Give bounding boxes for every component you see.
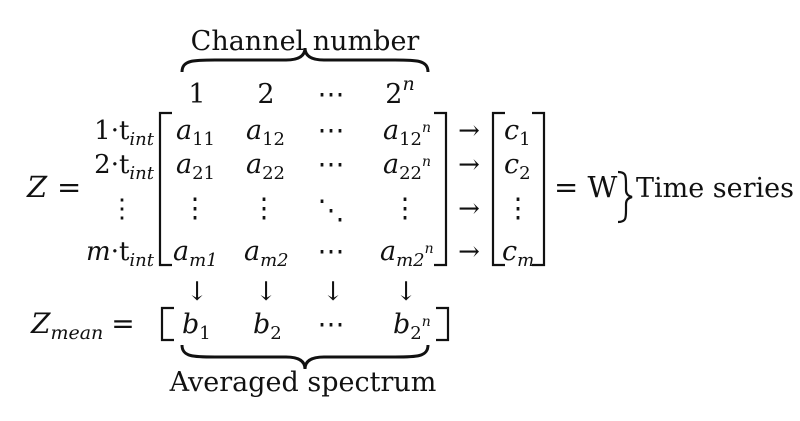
matrix-cell: am1 [173, 236, 218, 271]
b-vector-left-bracket [160, 306, 174, 342]
down-arrow: ↓ [255, 277, 277, 307]
matrix-cell: a22n [383, 149, 431, 184]
row-arrow: → [458, 116, 480, 146]
matrix-cell: a12n [383, 115, 431, 150]
b-cell: b2n [393, 309, 431, 344]
column-headers: 1 2 ⋯ 2n [188, 73, 414, 110]
c-vector-left-bracket [491, 111, 505, 267]
down-arrow: ↓ [186, 277, 208, 307]
matrix-right-bracket [434, 111, 448, 267]
top-brace [180, 47, 430, 73]
b-vector-right-bracket [436, 306, 450, 342]
bottom-brace [180, 344, 430, 370]
z-equals: = [57, 170, 81, 204]
matrix-left-bracket [158, 111, 172, 267]
row-label: 2·tint [94, 150, 155, 184]
c-cell: ⋮ [505, 193, 532, 224]
c-vector-right-bracket [532, 111, 546, 267]
w-label: = W [554, 170, 618, 204]
matrix-cell: am2n [380, 236, 434, 271]
row-arrow: → [458, 237, 480, 267]
c-vector: c1 c2 ⋮ cm [502, 115, 534, 271]
b-vector: b1 b2 ⋯ b2n [182, 309, 431, 344]
row-arrow: → [458, 194, 480, 224]
matrix-cell: ⋯ [318, 115, 345, 146]
down-arrow: ↓ [322, 277, 344, 307]
row-arrow: → [458, 150, 480, 180]
column-header-sup: n [402, 73, 414, 95]
matrix-cell: ⋮ [251, 193, 278, 224]
matrix-cell: am2 [244, 236, 289, 271]
matrix-cell: ⋮ [182, 193, 209, 224]
c-cell: c1 [504, 115, 531, 150]
row-arrows: → → → → [458, 116, 480, 267]
matrix-cell: a11 [176, 115, 215, 150]
row-label: ⋮ [109, 194, 135, 224]
b-cell: b1 [182, 309, 211, 344]
matrix-cell: ⋱ [318, 195, 345, 226]
c-cell: c2 [504, 149, 531, 184]
row-label: 1·tint [94, 116, 155, 150]
matrix-cell: ⋯ [318, 149, 345, 180]
matrix-cell: a22 [246, 149, 285, 184]
down-arrows: ↓ ↓ ↓ ↓ [186, 277, 417, 307]
matrix-cell: a12 [246, 115, 285, 150]
column-header-base: 2 [385, 79, 402, 110]
column-header: 1 [188, 79, 205, 110]
matrix-cell: a21 [176, 149, 215, 184]
column-header: 2n [385, 73, 414, 110]
z-label: Z [26, 170, 48, 204]
column-header: 2 [257, 79, 274, 110]
matrix-cell: ⋯ [318, 236, 345, 267]
bottom-brace-label: Averaged spectrum [169, 367, 437, 398]
column-header: ⋯ [318, 79, 345, 110]
zmean-label: Zmean= [30, 307, 135, 344]
time-series-label: Time series [636, 173, 794, 204]
matrix-entries: a11 a12 ⋯ a12n a21 a22 ⋯ a22n ⋮ ⋮ ⋱ ⋮ am… [173, 115, 434, 271]
b-cell: ⋯ [318, 309, 345, 340]
time-series-brace [617, 170, 633, 224]
row-labels: 1·tint 2·tint ⋮ m·tint [86, 116, 155, 271]
row-label: m·tint [86, 237, 155, 271]
b-cell: b2 [253, 309, 282, 344]
down-arrow: ↓ [395, 277, 417, 307]
matrix-cell: ⋮ [392, 193, 419, 224]
c-cell: cm [502, 236, 534, 271]
